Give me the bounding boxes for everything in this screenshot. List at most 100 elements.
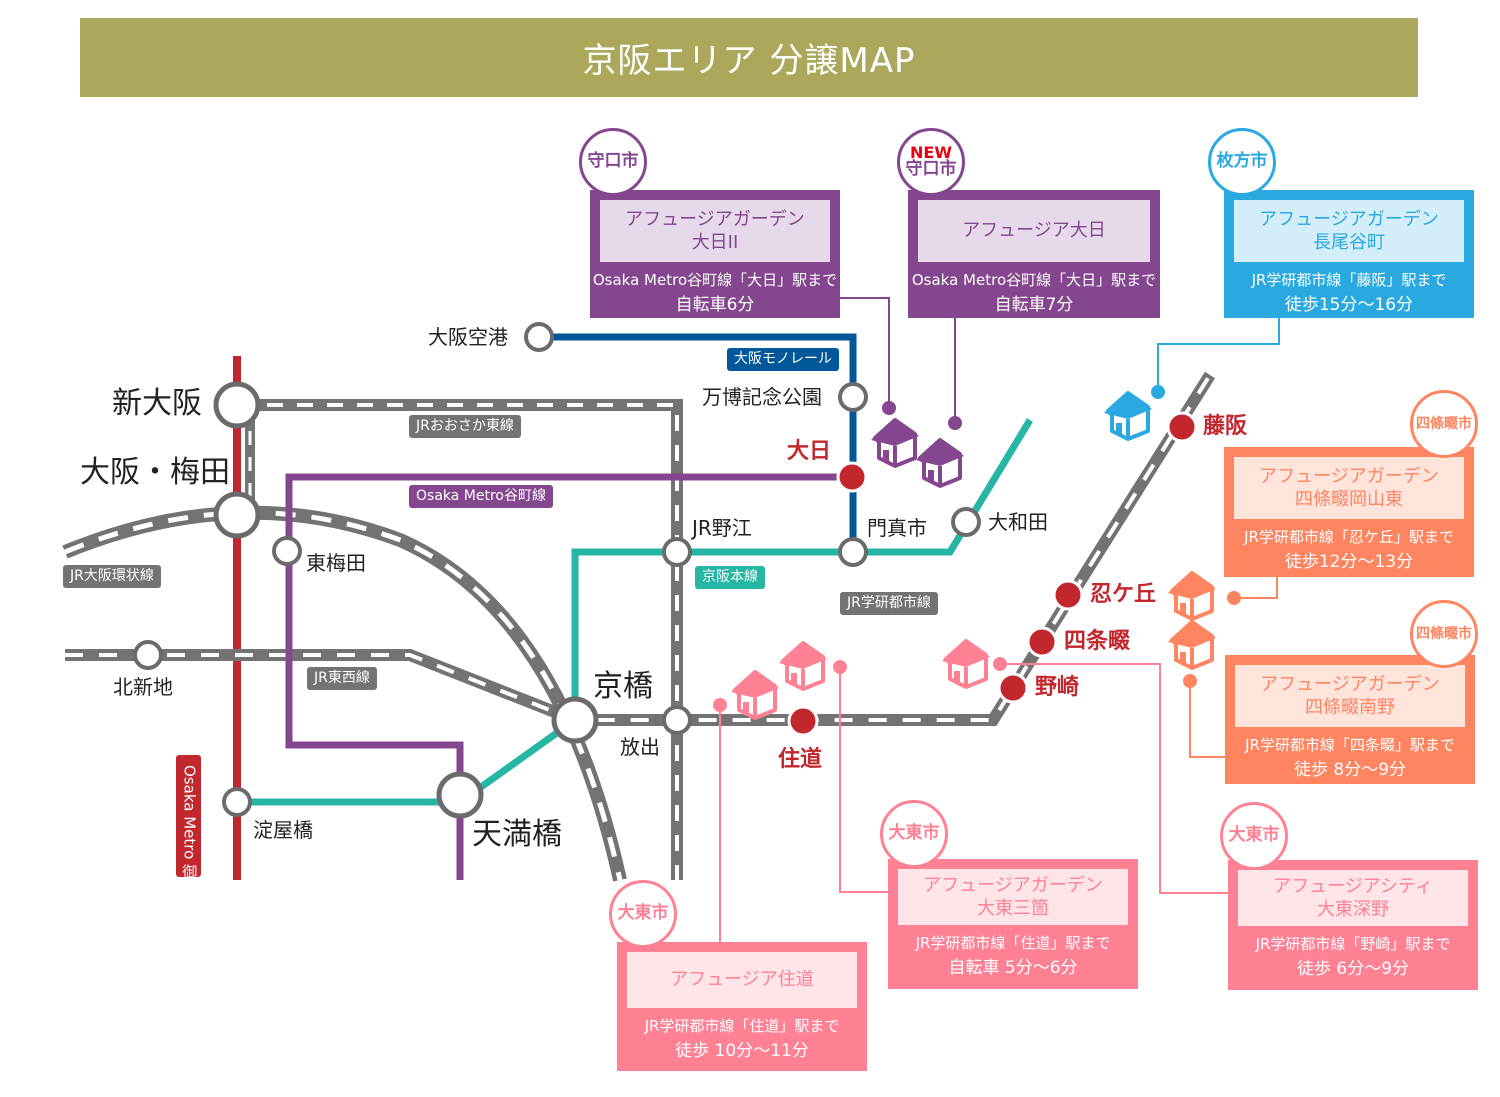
station-shinobugaoka[interactable] <box>1052 579 1084 611</box>
city-badge: 四條畷市 <box>1410 390 1478 458</box>
access-line: JR学研都市線「忍ケ丘」駅 <box>1244 528 1424 546</box>
property-card[interactable]: アフュージアガーデン 大日II Osaka Metro谷町線「大日」駅まで自転車… <box>590 190 840 318</box>
city-badge: 大東市 <box>609 880 677 948</box>
leader-dot <box>1227 591 1241 605</box>
station-kyobashi[interactable] <box>551 696 599 744</box>
leader-dot <box>948 416 962 430</box>
house-icon[interactable] <box>940 637 992 689</box>
access-time: 徒歩12分〜13分 <box>1284 552 1414 572</box>
property-name: アフュージアシティ <box>1273 875 1433 897</box>
access-line: JR学研都市線「野崎」駅 <box>1255 935 1421 953</box>
house-icon[interactable] <box>869 416 921 468</box>
station-fujisaka[interactable] <box>1166 411 1198 443</box>
access-suffix: まで <box>1126 271 1157 289</box>
property-name: 大東深野 <box>1317 899 1389 920</box>
label-jr-noe: JR野江 <box>692 516 752 540</box>
label-kitashinchi: 北新地 <box>113 675 173 699</box>
station-suminodo[interactable] <box>787 705 819 737</box>
label-shin-osaka: 新大阪 <box>112 386 202 421</box>
station-hanaten[interactable] <box>662 705 692 735</box>
tag-gakkentoshi: JR学研都市線 <box>840 592 938 615</box>
label-temmabashi: 天満橋 <box>472 817 562 852</box>
city-name: 四條畷市 <box>1416 415 1472 432</box>
house-icon[interactable] <box>729 668 781 720</box>
label-dainichi: 大日 <box>787 439 832 464</box>
page-title: 京阪エリア 分譲MAP <box>582 41 916 81</box>
label-osaka-airport: 大阪空港 <box>428 325 508 349</box>
station-jr-noe[interactable] <box>662 537 692 567</box>
access-time: 徒歩 8分〜9分 <box>1293 760 1407 780</box>
city-name: 四條畷市 <box>1416 625 1472 642</box>
station-banpaku[interactable] <box>838 382 868 412</box>
tag-tanimachi: Osaka Metro谷町線 <box>409 485 553 508</box>
city-badge: 四條畷市 <box>1410 600 1478 668</box>
label-nozaki: 野崎 <box>1035 675 1080 700</box>
house-icon[interactable] <box>914 436 966 488</box>
property-name: アフュージアガーデン <box>1260 673 1440 695</box>
access-line: JR学研都市線「住道」駅 <box>915 934 1081 952</box>
station-shin-osaka[interactable] <box>213 381 261 429</box>
property-card[interactable]: アフュージアシティ 大東深野 JR学研都市線「野崎」駅まで徒歩 6分〜9分 <box>1228 860 1478 990</box>
city-badge: 大東市 <box>1220 802 1288 870</box>
station-dainichi[interactable] <box>836 461 868 493</box>
access-time: 徒歩15分〜16分 <box>1284 295 1414 315</box>
station-shijonawate[interactable] <box>1026 626 1058 658</box>
city-name: 守口市 <box>905 159 957 180</box>
station-osaka-umeda[interactable] <box>213 491 261 539</box>
property-name: 大日II <box>691 232 739 253</box>
station-osaka-airport[interactable] <box>524 322 554 352</box>
label-owada: 大和田 <box>988 510 1048 534</box>
tag-keihan: 京阪本線 <box>695 566 765 589</box>
access-time: 自転車6分 <box>675 295 755 315</box>
access-suffix: まで <box>1424 736 1455 754</box>
city-name: 大東市 <box>617 903 669 924</box>
label-banpaku: 万博記念公園 <box>702 385 822 409</box>
house-icon[interactable] <box>1166 618 1218 670</box>
label-shinobugaoka: 忍ケ丘 <box>1090 582 1157 607</box>
label-yodoyabashi: 淀屋橋 <box>253 818 313 842</box>
leader-dot <box>833 660 847 674</box>
new-label: NEW <box>910 142 952 162</box>
access-time: 徒歩 6分〜9分 <box>1296 959 1410 979</box>
leader-dot <box>1183 674 1197 688</box>
city-name: 守口市 <box>587 151 639 172</box>
access-suffix: まで <box>1080 934 1111 952</box>
tag-jr-loop: JR大阪環状線 <box>63 565 161 588</box>
property-card[interactable]: アフュージア大日 Osaka Metro谷町線「大日」駅まで自転車7分 <box>908 190 1160 318</box>
station-higashi-umeda[interactable] <box>272 536 302 566</box>
access-suffix: まで <box>1416 271 1447 289</box>
access-suffix: まで <box>807 271 838 289</box>
house-icon[interactable] <box>777 639 829 691</box>
city-badge: 守口市 <box>579 128 647 196</box>
property-card[interactable]: アフュージア住道 JR学研都市線「住道」駅まで徒歩 10分〜11分 <box>617 942 867 1071</box>
station-temmabashi[interactable] <box>436 771 484 819</box>
property-card[interactable]: アフュージアガーデン 長尾谷町 JR学研都市線「藤阪」駅まで徒歩15分〜16分 <box>1224 190 1474 318</box>
house-icon[interactable] <box>1102 389 1154 441</box>
leader-dot <box>1151 385 1165 399</box>
label-suminodo: 住道 <box>778 747 823 772</box>
property-name: 長尾谷町 <box>1313 232 1385 253</box>
title-banner: 京阪エリア 分譲MAP <box>80 18 1418 97</box>
station-kitashinchi[interactable] <box>133 640 163 670</box>
property-card[interactable]: アフュージアガーデン 四條畷岡山東 JR学研都市線「忍ケ丘」駅まで徒歩12分〜1… <box>1224 447 1474 577</box>
access-line: JR学研都市線「住道」駅 <box>644 1017 810 1035</box>
property-name: アフュージアガーデン <box>1259 465 1439 487</box>
property-card[interactable]: アフュージアガーデン 四條畷南野 JR学研都市線「四条畷」駅まで徒歩 8分〜9分 <box>1225 655 1475 784</box>
property-name: 四條畷南野 <box>1305 697 1395 718</box>
city-name: 大東市 <box>1228 825 1280 846</box>
leader-dot <box>713 698 727 712</box>
property-name: アフュージアガーデン <box>923 874 1103 896</box>
property-card[interactable]: アフュージアガーデン 大東三箇 JR学研都市線「住道」駅まで自転車 5分〜6分 <box>888 859 1138 989</box>
station-kadomashi[interactable] <box>838 537 868 567</box>
access-line: Osaka Metro谷町線「大日」駅 <box>911 271 1127 289</box>
station-nozaki[interactable] <box>997 672 1029 704</box>
tag-jr-tozai: JR東西線 <box>307 667 377 690</box>
access-time: 自転車7分 <box>994 295 1074 315</box>
house-icon[interactable] <box>1166 569 1218 621</box>
label-kadomashi: 門真市 <box>867 516 927 540</box>
city-name: 大東市 <box>888 823 940 844</box>
station-owada[interactable] <box>951 507 981 537</box>
city-badge: 大東市 <box>880 800 948 868</box>
property-name: アフュージアガーデン <box>1259 208 1439 230</box>
station-yodoyabashi[interactable] <box>222 787 252 817</box>
